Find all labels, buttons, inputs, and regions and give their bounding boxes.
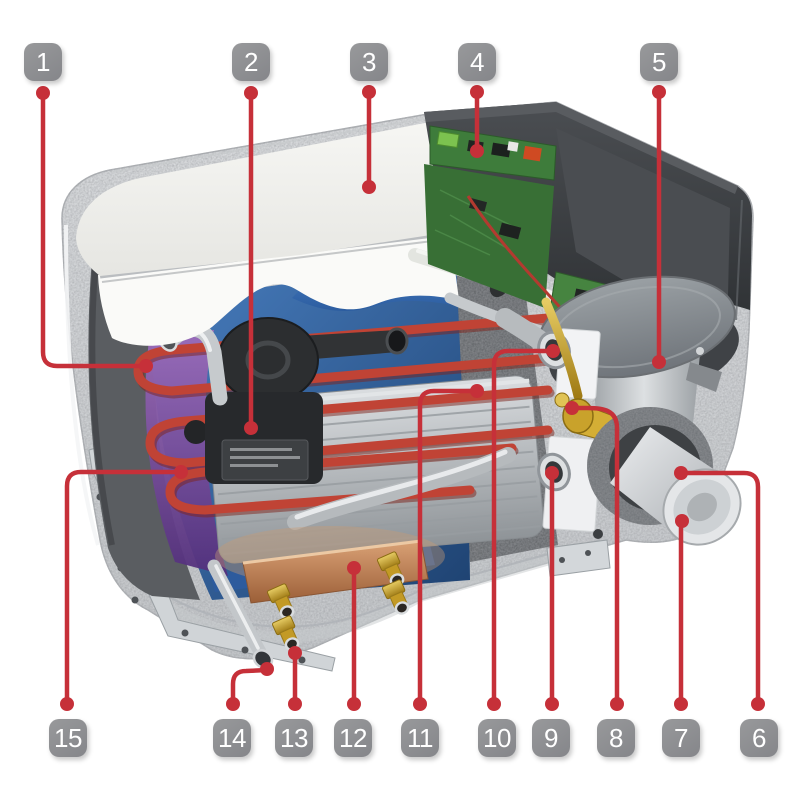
leader-start-dot-11	[413, 697, 427, 711]
leader-end-dot-15	[174, 465, 188, 479]
callout-badge-12: 12	[334, 719, 372, 757]
callout-badge-9: 9	[532, 719, 570, 757]
leader-start-dot-4	[470, 85, 484, 99]
callout-badge-2: 2	[232, 43, 270, 81]
leader-line-8	[572, 405, 620, 701]
callout-badge-1: 1	[24, 43, 62, 81]
leader-end-dot-8	[565, 401, 579, 415]
leader-end-dot-7	[675, 514, 689, 528]
leader-start-dot-2	[244, 86, 258, 100]
callout-badge-5: 5	[640, 43, 678, 81]
leader-end-dot-14	[260, 662, 274, 676]
leader-end-dot-11	[470, 384, 484, 398]
leader-line-15	[64, 469, 181, 701]
heating-coils	[133, 313, 555, 518]
leader-layer	[36, 85, 765, 711]
leader-end-dot-5	[652, 355, 666, 369]
leader-start-dot-7	[674, 697, 688, 711]
bottom-bracket	[546, 539, 611, 577]
leader-start-dot-14	[226, 697, 240, 711]
leader-start-dot-1	[36, 86, 50, 100]
callout-badge-6: 6	[740, 719, 778, 757]
leader-end-dot-9	[545, 466, 559, 480]
power-connector	[523, 145, 542, 162]
circulation-pump	[184, 317, 409, 484]
leader-end-dot-4	[470, 144, 484, 158]
leader-end-dot-2	[244, 421, 258, 435]
callout-badge-13: 13	[275, 719, 313, 757]
callout-badge-15: 15	[49, 719, 87, 757]
leader-start-dot-10	[487, 697, 501, 711]
leader-line-14	[230, 667, 268, 701]
leader-start-dot-5	[652, 85, 666, 99]
callout-badge-4: 4	[458, 43, 496, 81]
sweep-pipe	[287, 447, 516, 530]
callout-badge-8: 8	[597, 719, 635, 757]
leader-start-dot-3	[362, 85, 376, 99]
callout-badge-7: 7	[662, 719, 700, 757]
leader-end-dot-13	[288, 646, 302, 660]
case-vent-hole	[593, 529, 603, 539]
leader-line-11	[417, 388, 477, 701]
plate-heat-exchanger	[215, 526, 445, 651]
leader-start-dot-8	[610, 697, 624, 711]
leader-end-dot-3	[362, 180, 376, 194]
leader-line-1	[40, 96, 146, 369]
leader-start-dot-12	[347, 697, 361, 711]
leader-line-10	[491, 348, 553, 701]
leader-end-dot-12	[347, 561, 361, 575]
brass-fitting	[267, 583, 295, 619]
leader-start-dot-13	[288, 697, 302, 711]
top-cover	[76, 122, 459, 346]
callout-badge-14: 14	[213, 719, 251, 757]
callout-badge-3: 3	[350, 43, 388, 81]
leader-end-dot-1	[139, 359, 153, 373]
leader-end-dot-6	[674, 466, 688, 480]
callout-badge-11: 11	[401, 719, 439, 757]
leader-start-dot-6	[751, 697, 765, 711]
brass-fitting	[382, 579, 410, 615]
leader-line-6	[681, 470, 761, 701]
leader-start-dot-15	[60, 697, 74, 711]
leader-end-dot-10	[546, 344, 560, 358]
callout-badge-10: 10	[478, 719, 516, 757]
leader-start-dot-9	[545, 697, 559, 711]
